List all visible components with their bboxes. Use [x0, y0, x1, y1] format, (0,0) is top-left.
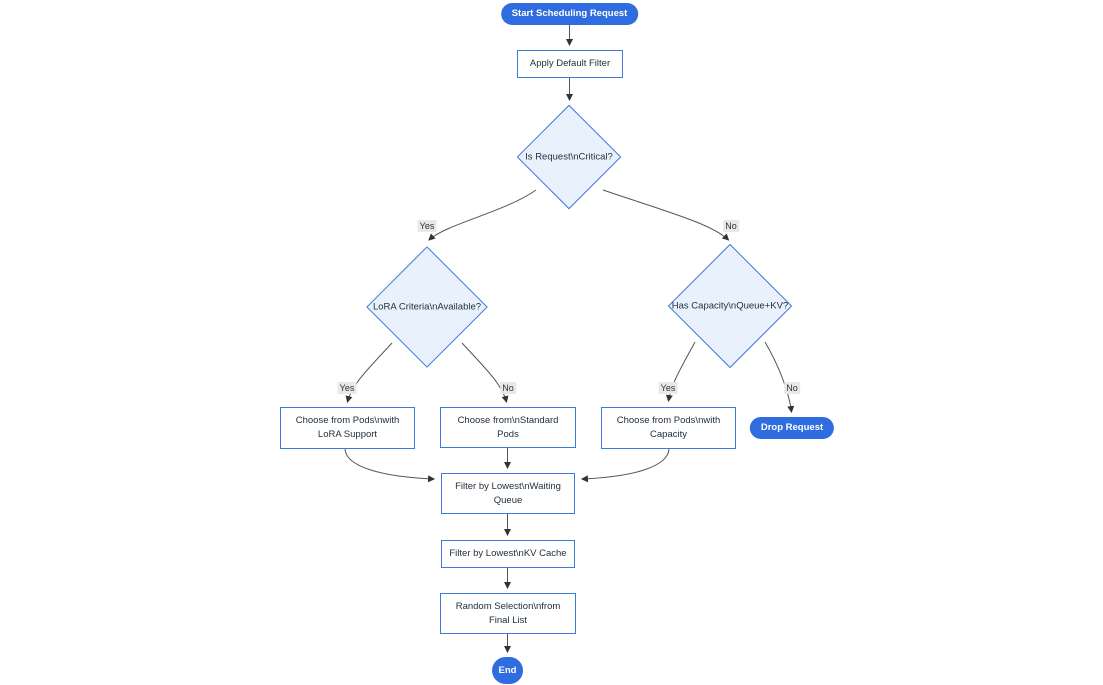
- edge-label-no-critical: No: [723, 220, 739, 232]
- node-random-selection: Random Selection\nfrom Final List: [440, 593, 576, 634]
- node-filter-kv-cache-label: Filter by Lowest\nKV Cache: [449, 548, 567, 559]
- node-drop-request-label: Drop Request: [760, 422, 824, 433]
- edge-lorapods-to-filterqueue: [344, 448, 436, 483]
- edge-lora-yes: [345, 342, 393, 404]
- node-apply-default-filter: Apply Default Filter: [517, 50, 623, 78]
- node-end-label: End: [498, 664, 517, 676]
- node-filter-kv-cache: Filter by Lowest\nKV Cache: [441, 540, 575, 568]
- node-choose-capacity-pods-label: Choose from Pods\nwith Capacity: [616, 415, 721, 440]
- node-start-label: Start Scheduling Request: [511, 8, 628, 19]
- edge-capacity-yes: [665, 341, 696, 403]
- node-lora-criteria-available-label: LoRA Criteria\nAvailable?: [372, 301, 482, 313]
- edge-lora-no: [461, 342, 509, 404]
- node-drop-request: Drop Request: [749, 417, 835, 439]
- node-choose-lora-pods: Choose from Pods\nwith LoRA Support: [280, 407, 415, 449]
- node-random-selection-label: Random Selection\nfrom Final List: [455, 600, 561, 626]
- node-choose-standard-pods: Choose from\nStandard Pods: [440, 407, 576, 448]
- node-choose-capacity-pods: Choose from Pods\nwith Capacity: [601, 407, 736, 449]
- node-is-request-critical-label: Is Request\nCritical?: [525, 151, 613, 163]
- edge-critical-yes: [428, 189, 537, 241]
- node-has-capacity-queue-kv-label: Has Capacity\nQueue+KV?: [671, 300, 789, 312]
- edge-label-no-lora: No: [500, 382, 516, 394]
- node-end: End: [491, 657, 524, 684]
- edge-critical-no: [602, 189, 730, 241]
- edge-capacity-no: [764, 341, 795, 414]
- edge-capacitypods-to-filterqueue: [580, 448, 670, 483]
- edge-label-no-capacity: No: [784, 382, 800, 394]
- node-filter-waiting-queue-label: Filter by Lowest\nWaiting Queue: [455, 480, 561, 506]
- edge-label-yes-capacity: Yes: [658, 382, 678, 394]
- node-choose-lora-pods-label: Choose from Pods\nwith LoRA Support: [295, 415, 400, 440]
- edge-label-yes-lora: Yes: [337, 382, 357, 394]
- node-choose-standard-pods-label: Choose from\nStandard Pods: [457, 414, 559, 440]
- node-start: Start Scheduling Request: [500, 3, 639, 25]
- edge-label-yes-critical: Yes: [417, 220, 437, 232]
- node-apply-default-filter-label: Apply Default Filter: [529, 58, 611, 69]
- node-filter-waiting-queue: Filter by Lowest\nWaiting Queue: [441, 473, 575, 514]
